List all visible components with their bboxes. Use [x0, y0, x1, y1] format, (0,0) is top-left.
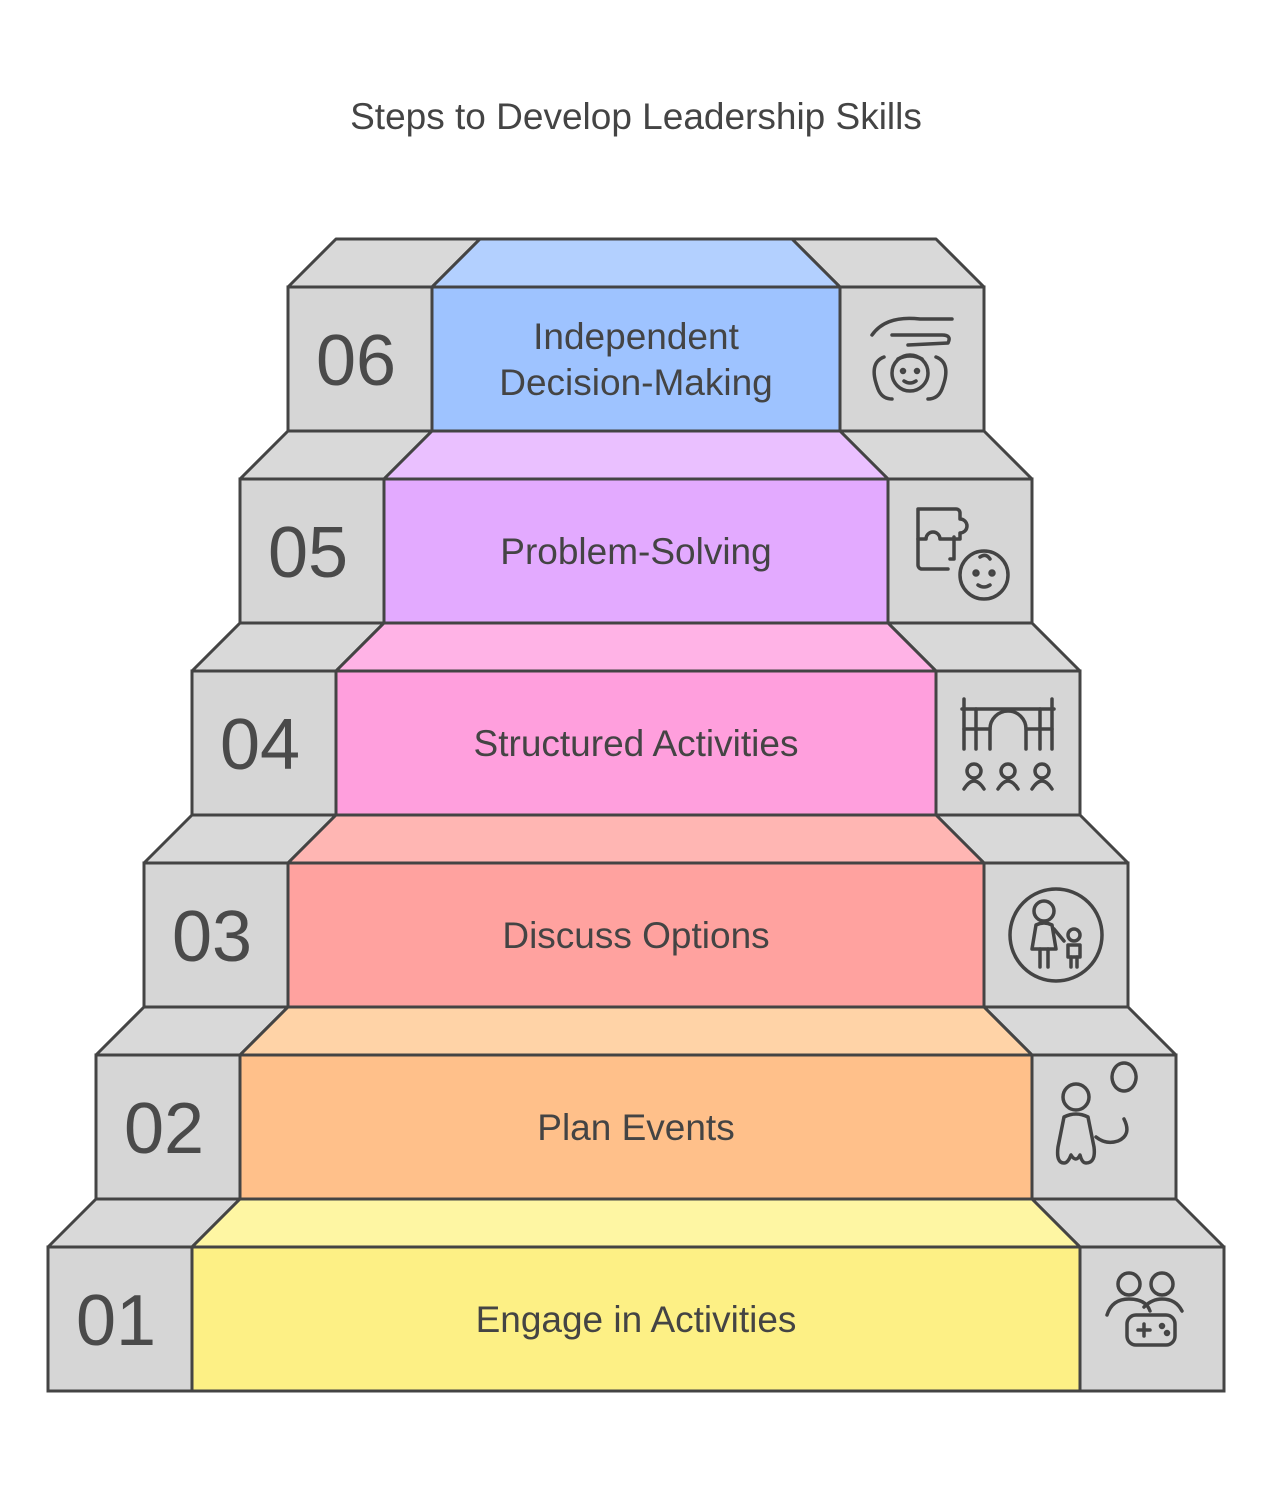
step-label-line: Decision-Making — [499, 362, 773, 403]
step-icon-block — [1078, 1245, 1226, 1393]
step-label-block — [334, 669, 938, 817]
step-04: 04 Structured Activities — [190, 621, 1082, 817]
step-center-top — [382, 429, 890, 481]
step-icon-block — [838, 285, 986, 433]
step-label-block — [238, 1053, 1034, 1201]
step-label-block — [190, 1245, 1082, 1393]
step-icon-block — [934, 669, 1082, 817]
step-05: 05 Problem-Solving — [238, 429, 1034, 625]
step-number: 05 — [268, 513, 348, 593]
step-label: Structured Activities — [474, 723, 799, 764]
step-label: Discuss Options — [502, 915, 769, 956]
step-number: 03 — [172, 897, 252, 977]
step-number: 06 — [316, 321, 396, 401]
step-center-top — [334, 621, 938, 673]
step-label: Engage in Activities — [476, 1299, 797, 1340]
step-number-block — [142, 861, 290, 1009]
diagram-title: Steps to Develop Leadership Skills — [350, 96, 922, 137]
step-label: Plan Events — [537, 1107, 734, 1148]
step-label-block — [382, 477, 890, 625]
step-02: 02 Plan Events — [94, 1005, 1178, 1201]
step-label: Problem-Solving — [500, 531, 771, 572]
step-03: 03 Discuss Options — [142, 813, 1130, 1009]
step-number-block — [46, 1245, 194, 1393]
step-01: 01 Engage in Activities — [46, 1197, 1226, 1393]
step-number: 01 — [76, 1281, 156, 1361]
step-number-block — [190, 669, 338, 817]
step-icon-block — [982, 861, 1130, 1009]
step-center-top — [286, 813, 986, 865]
step-label-block — [286, 861, 986, 1009]
step-number-block — [94, 1053, 242, 1201]
step-number: 04 — [220, 705, 300, 785]
step-center-top — [238, 1005, 1034, 1057]
step-label-block — [430, 285, 842, 433]
step-center-top — [430, 237, 842, 289]
step-center-top — [190, 1197, 1082, 1249]
step-number-block — [238, 477, 386, 625]
step-label-line: Independent — [533, 316, 739, 357]
step-icon-block — [886, 477, 1034, 625]
step-number-block — [286, 285, 434, 433]
step-icon-block — [1030, 1053, 1178, 1201]
step-number: 02 — [124, 1089, 204, 1169]
